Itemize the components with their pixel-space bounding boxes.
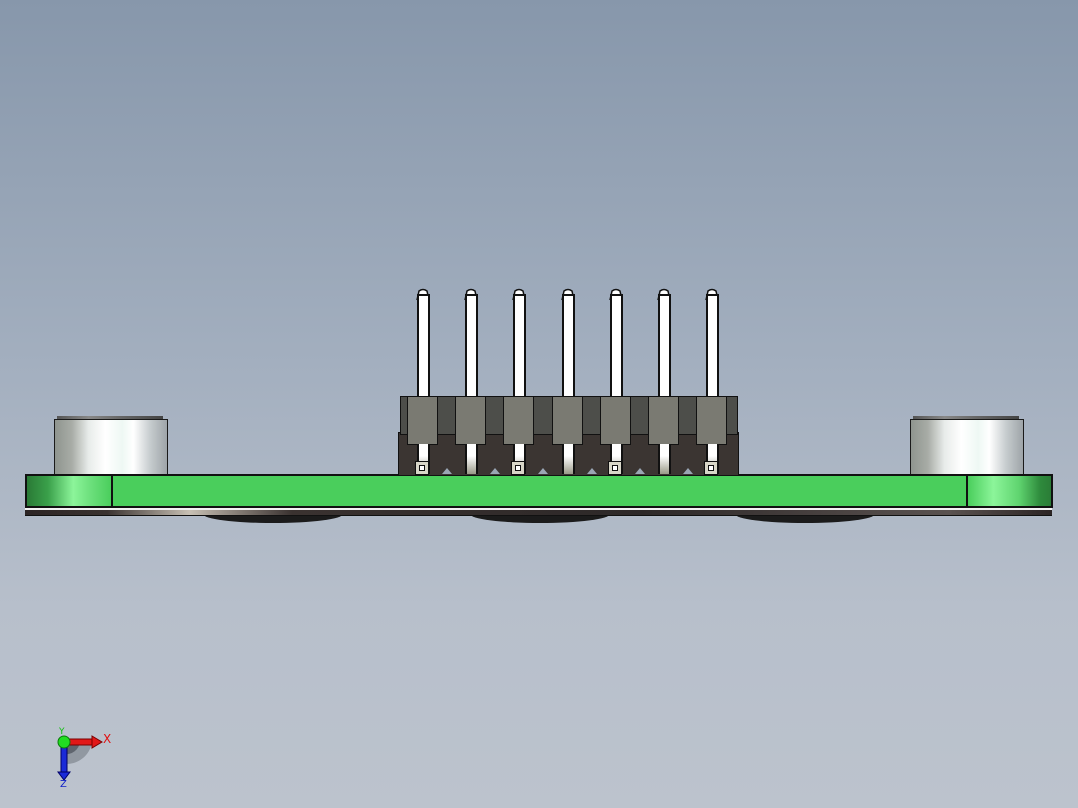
right-board-highlight <box>966 476 1051 506</box>
header-pin[interactable] <box>640 280 688 475</box>
pin-lower-shaft <box>658 444 671 474</box>
right-standoff-cap <box>913 416 1019 419</box>
triad-y-label: Y <box>59 727 65 737</box>
pin-shaft <box>706 294 719 400</box>
bottom-component-bump <box>735 514 875 523</box>
pcb-bottom-layer <box>25 510 1052 516</box>
right-standoff[interactable] <box>910 419 1024 476</box>
pin-shaft <box>513 294 526 400</box>
pin-square-hole <box>612 465 618 471</box>
pin-square-hole <box>515 465 521 471</box>
pin-housing-face <box>503 396 534 445</box>
pin-square-base <box>704 461 718 475</box>
pin-lower-shaft <box>465 444 478 474</box>
housing-notch <box>635 468 645 474</box>
pin-square-base <box>608 461 622 475</box>
pin-housing-face <box>455 396 486 445</box>
housing-notch <box>538 468 548 474</box>
pin-shaft <box>465 294 478 400</box>
header-pin[interactable] <box>399 280 447 475</box>
header-pin[interactable] <box>495 280 543 475</box>
pin-housing-face <box>407 396 438 445</box>
pin-header[interactable] <box>398 280 740 476</box>
housing-notch <box>490 468 500 474</box>
pin-square-base <box>415 461 429 475</box>
header-pin[interactable] <box>544 280 592 475</box>
pin-housing-face <box>600 396 631 445</box>
pin-square-base <box>511 461 525 475</box>
left-standoff-cap <box>57 416 163 419</box>
bottom-component-bump <box>470 514 610 523</box>
header-pin[interactable] <box>592 280 640 475</box>
pcb-copper-layer <box>25 506 1052 511</box>
pin-shaft <box>610 294 623 400</box>
pin-housing-face <box>648 396 679 445</box>
pin-shaft <box>417 294 430 400</box>
pin-shaft <box>658 294 671 400</box>
left-standoff[interactable] <box>54 419 168 476</box>
pin-square-hole <box>419 465 425 471</box>
housing-notch <box>442 468 452 474</box>
pcb-board[interactable] <box>25 474 1053 508</box>
header-pin[interactable] <box>688 280 736 475</box>
pin-shaft <box>562 294 575 400</box>
housing-notch <box>683 468 693 474</box>
triad-graphic <box>57 735 103 781</box>
pin-housing-face <box>696 396 727 445</box>
housing-notch <box>587 468 597 474</box>
pin-lower-shaft <box>562 444 575 474</box>
bottom-component-bump <box>203 514 343 523</box>
orientation-triad[interactable]: X Y Z <box>52 727 122 792</box>
left-board-highlight <box>27 476 113 506</box>
pin-housing-face <box>552 396 583 445</box>
pin-square-hole <box>708 465 714 471</box>
header-pin[interactable] <box>447 280 495 475</box>
triad-x-label: X <box>103 732 112 746</box>
triad-z-label: Z <box>60 779 67 790</box>
